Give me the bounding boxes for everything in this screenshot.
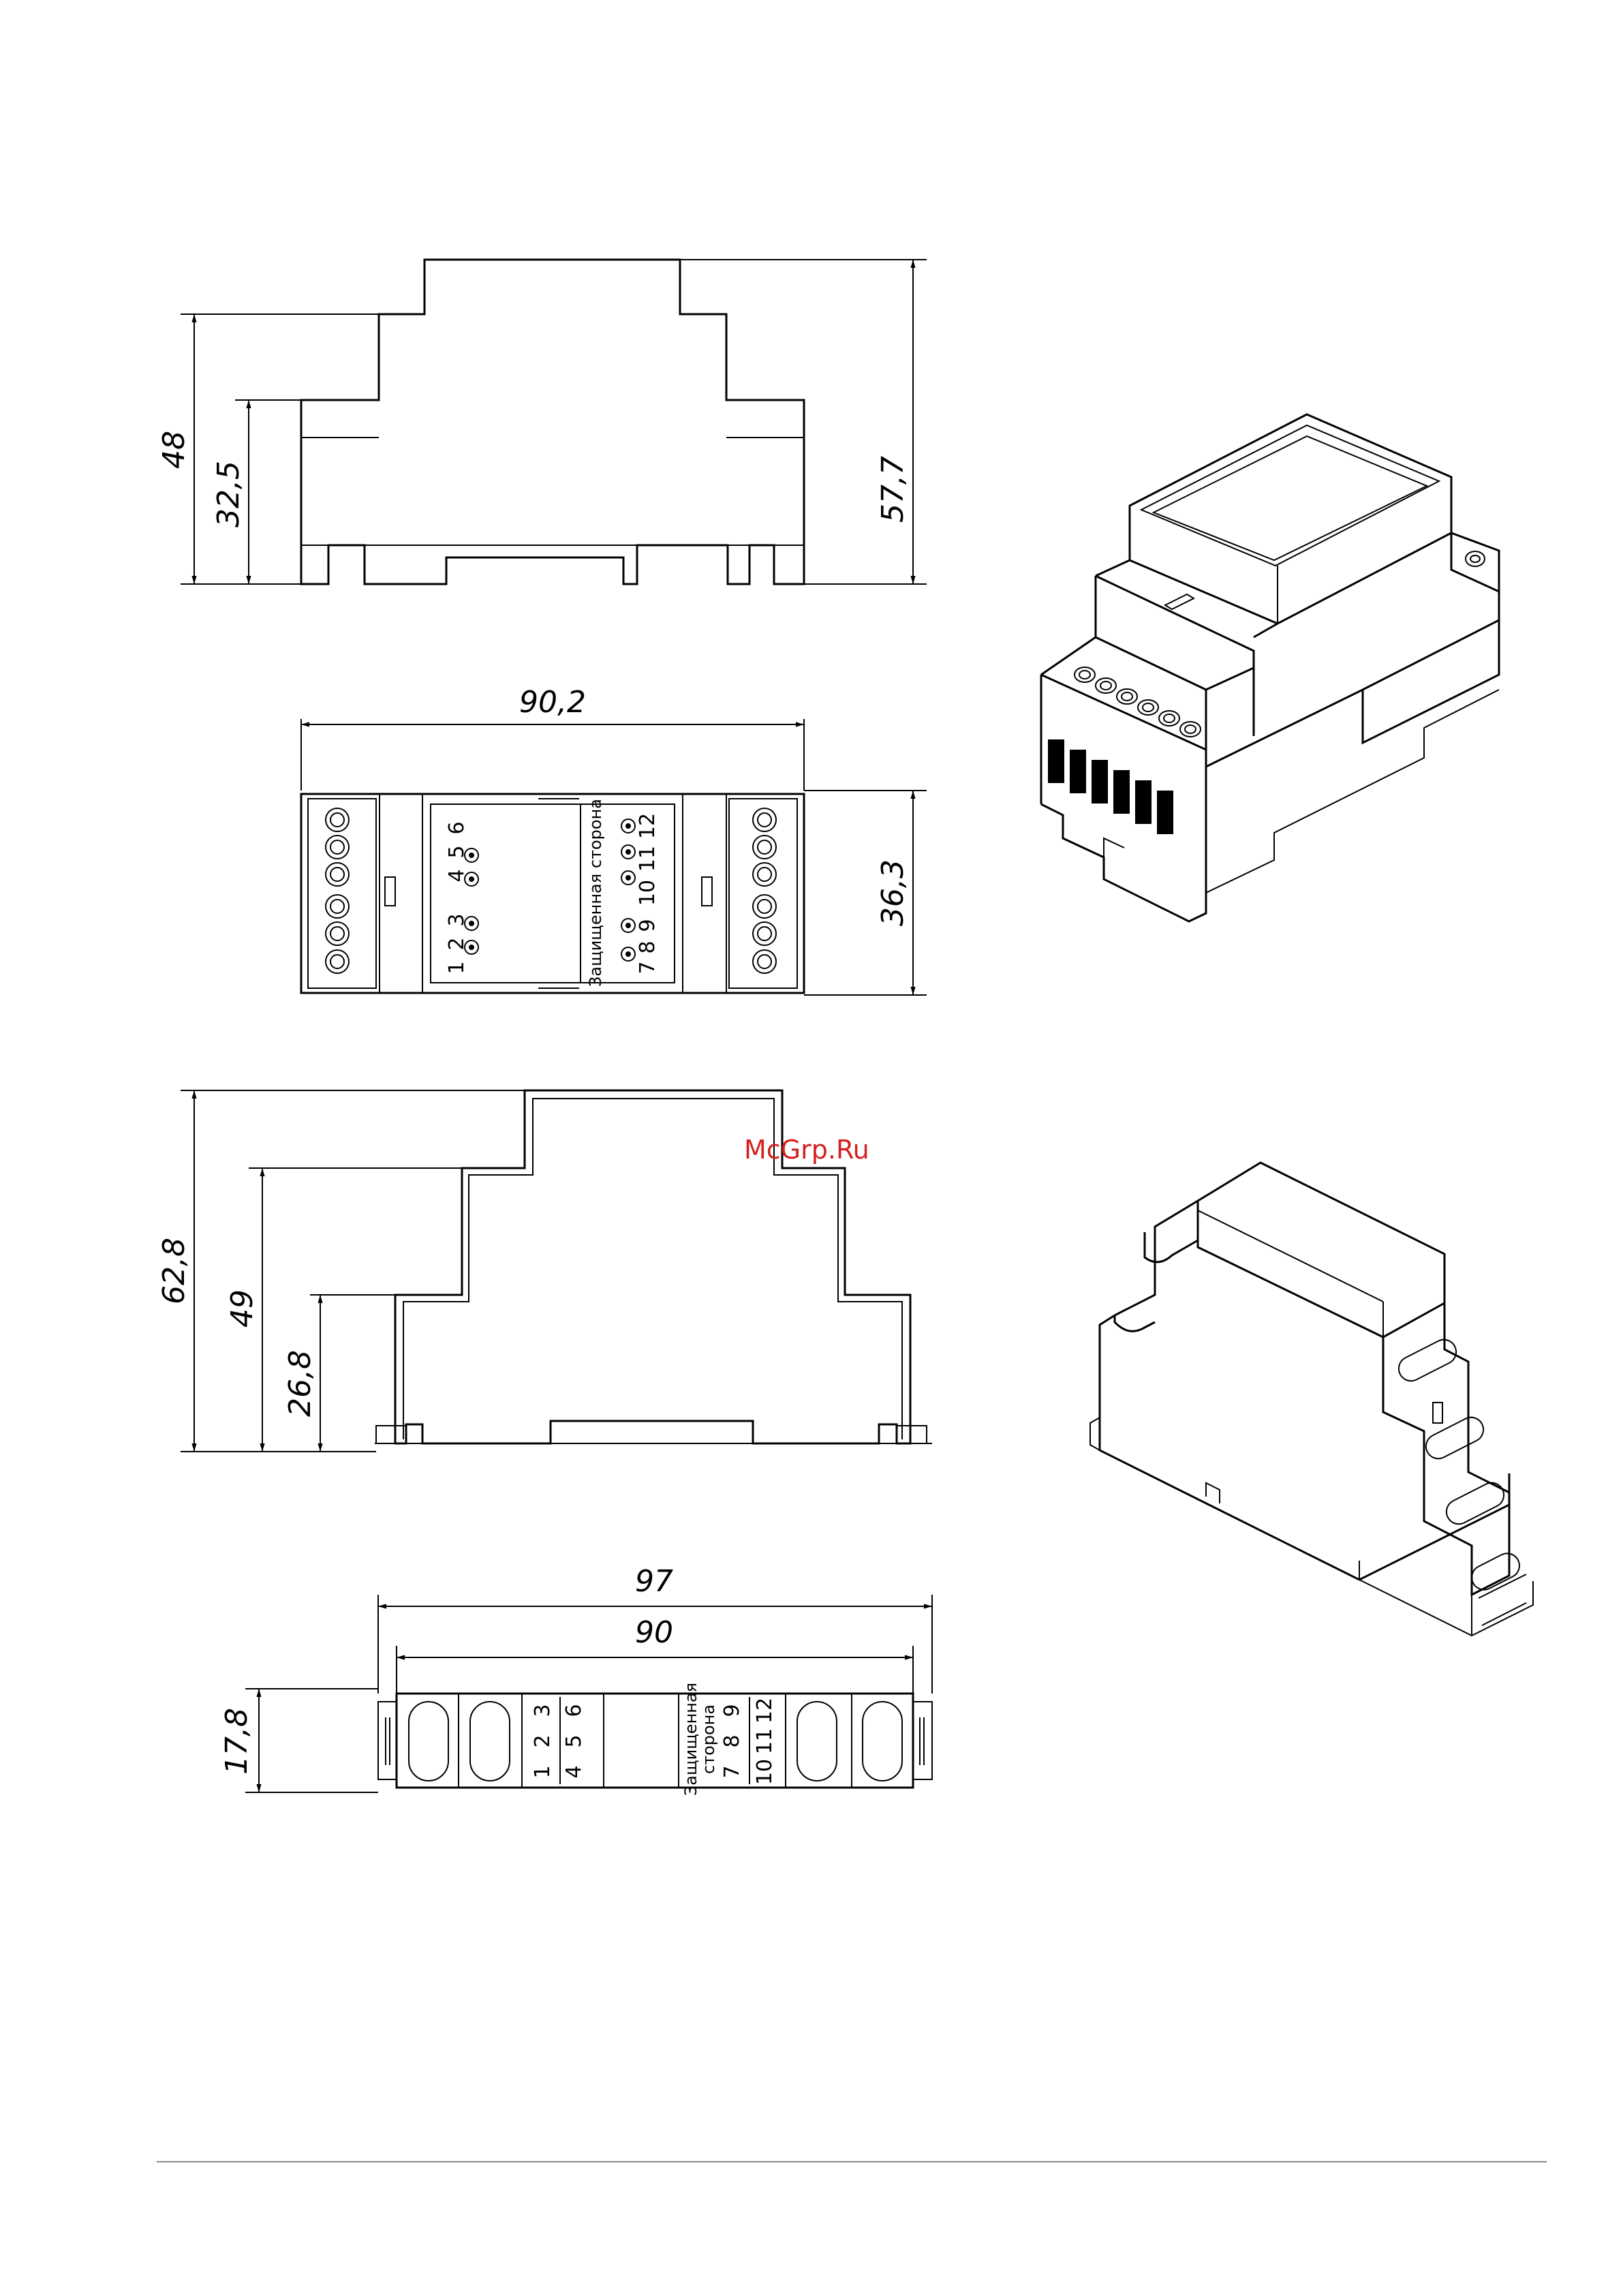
view-bottom: 97 90 1 2 3 4 5 6 Защищенная сторона [219,1564,932,1796]
dim-90: 90 [635,1615,673,1650]
dim-57-7: 57,7 [876,456,910,523]
svg-text:6: 6 [562,1704,586,1717]
dim-36-3: 36,3 [876,859,910,926]
view-top: 90,2 1 2 3 4 5 6 [301,685,927,995]
housing-outline [301,260,804,584]
terminal-slots [409,1702,902,1781]
terminal-block-left [308,799,376,988]
svg-text:3: 3 [531,1704,555,1717]
latch-left [376,1426,406,1443]
watermark: McGrp.Ru [744,1135,869,1165]
terminal-labels-left: 1 2 3 4 5 6 [531,1704,586,1778]
dim-90-2: 90,2 [519,685,586,720]
svg-text:7: 7 [720,1765,744,1778]
slot [470,1702,510,1781]
iso-rear-slots [1395,1336,1524,1594]
svg-text:8: 8 [636,940,660,953]
view-front-top: 48 32,5 57,7 [157,260,927,584]
screw-column-left [326,808,349,973]
svg-text:11: 11 [636,846,660,872]
isometric-view-rear [1090,1163,1533,1636]
svg-text:6: 6 [445,821,469,834]
protected-side-label-line1: Защищенная [681,1683,700,1796]
svg-text:10: 10 [753,1759,777,1785]
clip-slot [1433,1403,1442,1423]
iso-wire-entries [1048,739,1173,834]
isometric-view-front [1041,414,1499,921]
latch-right [913,1702,932,1779]
svg-text:4: 4 [562,1765,586,1778]
led-column-right [621,819,635,961]
dim-62-8: 62,8 [157,1238,191,1304]
svg-text:12: 12 [636,813,660,839]
dim-32-5: 32,5 [211,461,246,527]
dim-49: 49 [225,1289,260,1328]
terminal-labels-right: 7 8 9 10 11 12 [636,813,660,975]
latch-left [378,1702,397,1779]
svg-text:10: 10 [636,880,660,906]
svg-text:9: 9 [636,919,660,932]
svg-text:9: 9 [720,1704,744,1717]
dim-48: 48 [157,431,191,469]
latch-right [897,1426,927,1443]
slot [797,1702,837,1781]
dim-17-8: 17,8 [219,1708,254,1775]
slot [863,1702,902,1781]
dim-97: 97 [635,1564,673,1599]
svg-text:2: 2 [531,1734,555,1747]
protected-side-label: Защищенная сторона [586,799,605,987]
terminal-labels-right: 7 8 9 10 11 12 [720,1698,777,1785]
svg-text:11: 11 [753,1728,777,1754]
svg-text:1: 1 [531,1765,555,1778]
clip-slot-right [702,877,712,906]
svg-text:12: 12 [753,1698,777,1724]
slot [409,1702,448,1781]
svg-text:8: 8 [720,1734,744,1747]
svg-text:1: 1 [445,961,469,974]
dim-26-8: 26,8 [283,1350,318,1417]
clip-slot [1165,594,1194,609]
svg-text:7: 7 [636,961,660,974]
screw-column-right [753,808,776,973]
protected-side-label-line2: сторона [699,1704,718,1774]
svg-text:5: 5 [562,1734,586,1747]
clip-slot-left [385,877,395,906]
